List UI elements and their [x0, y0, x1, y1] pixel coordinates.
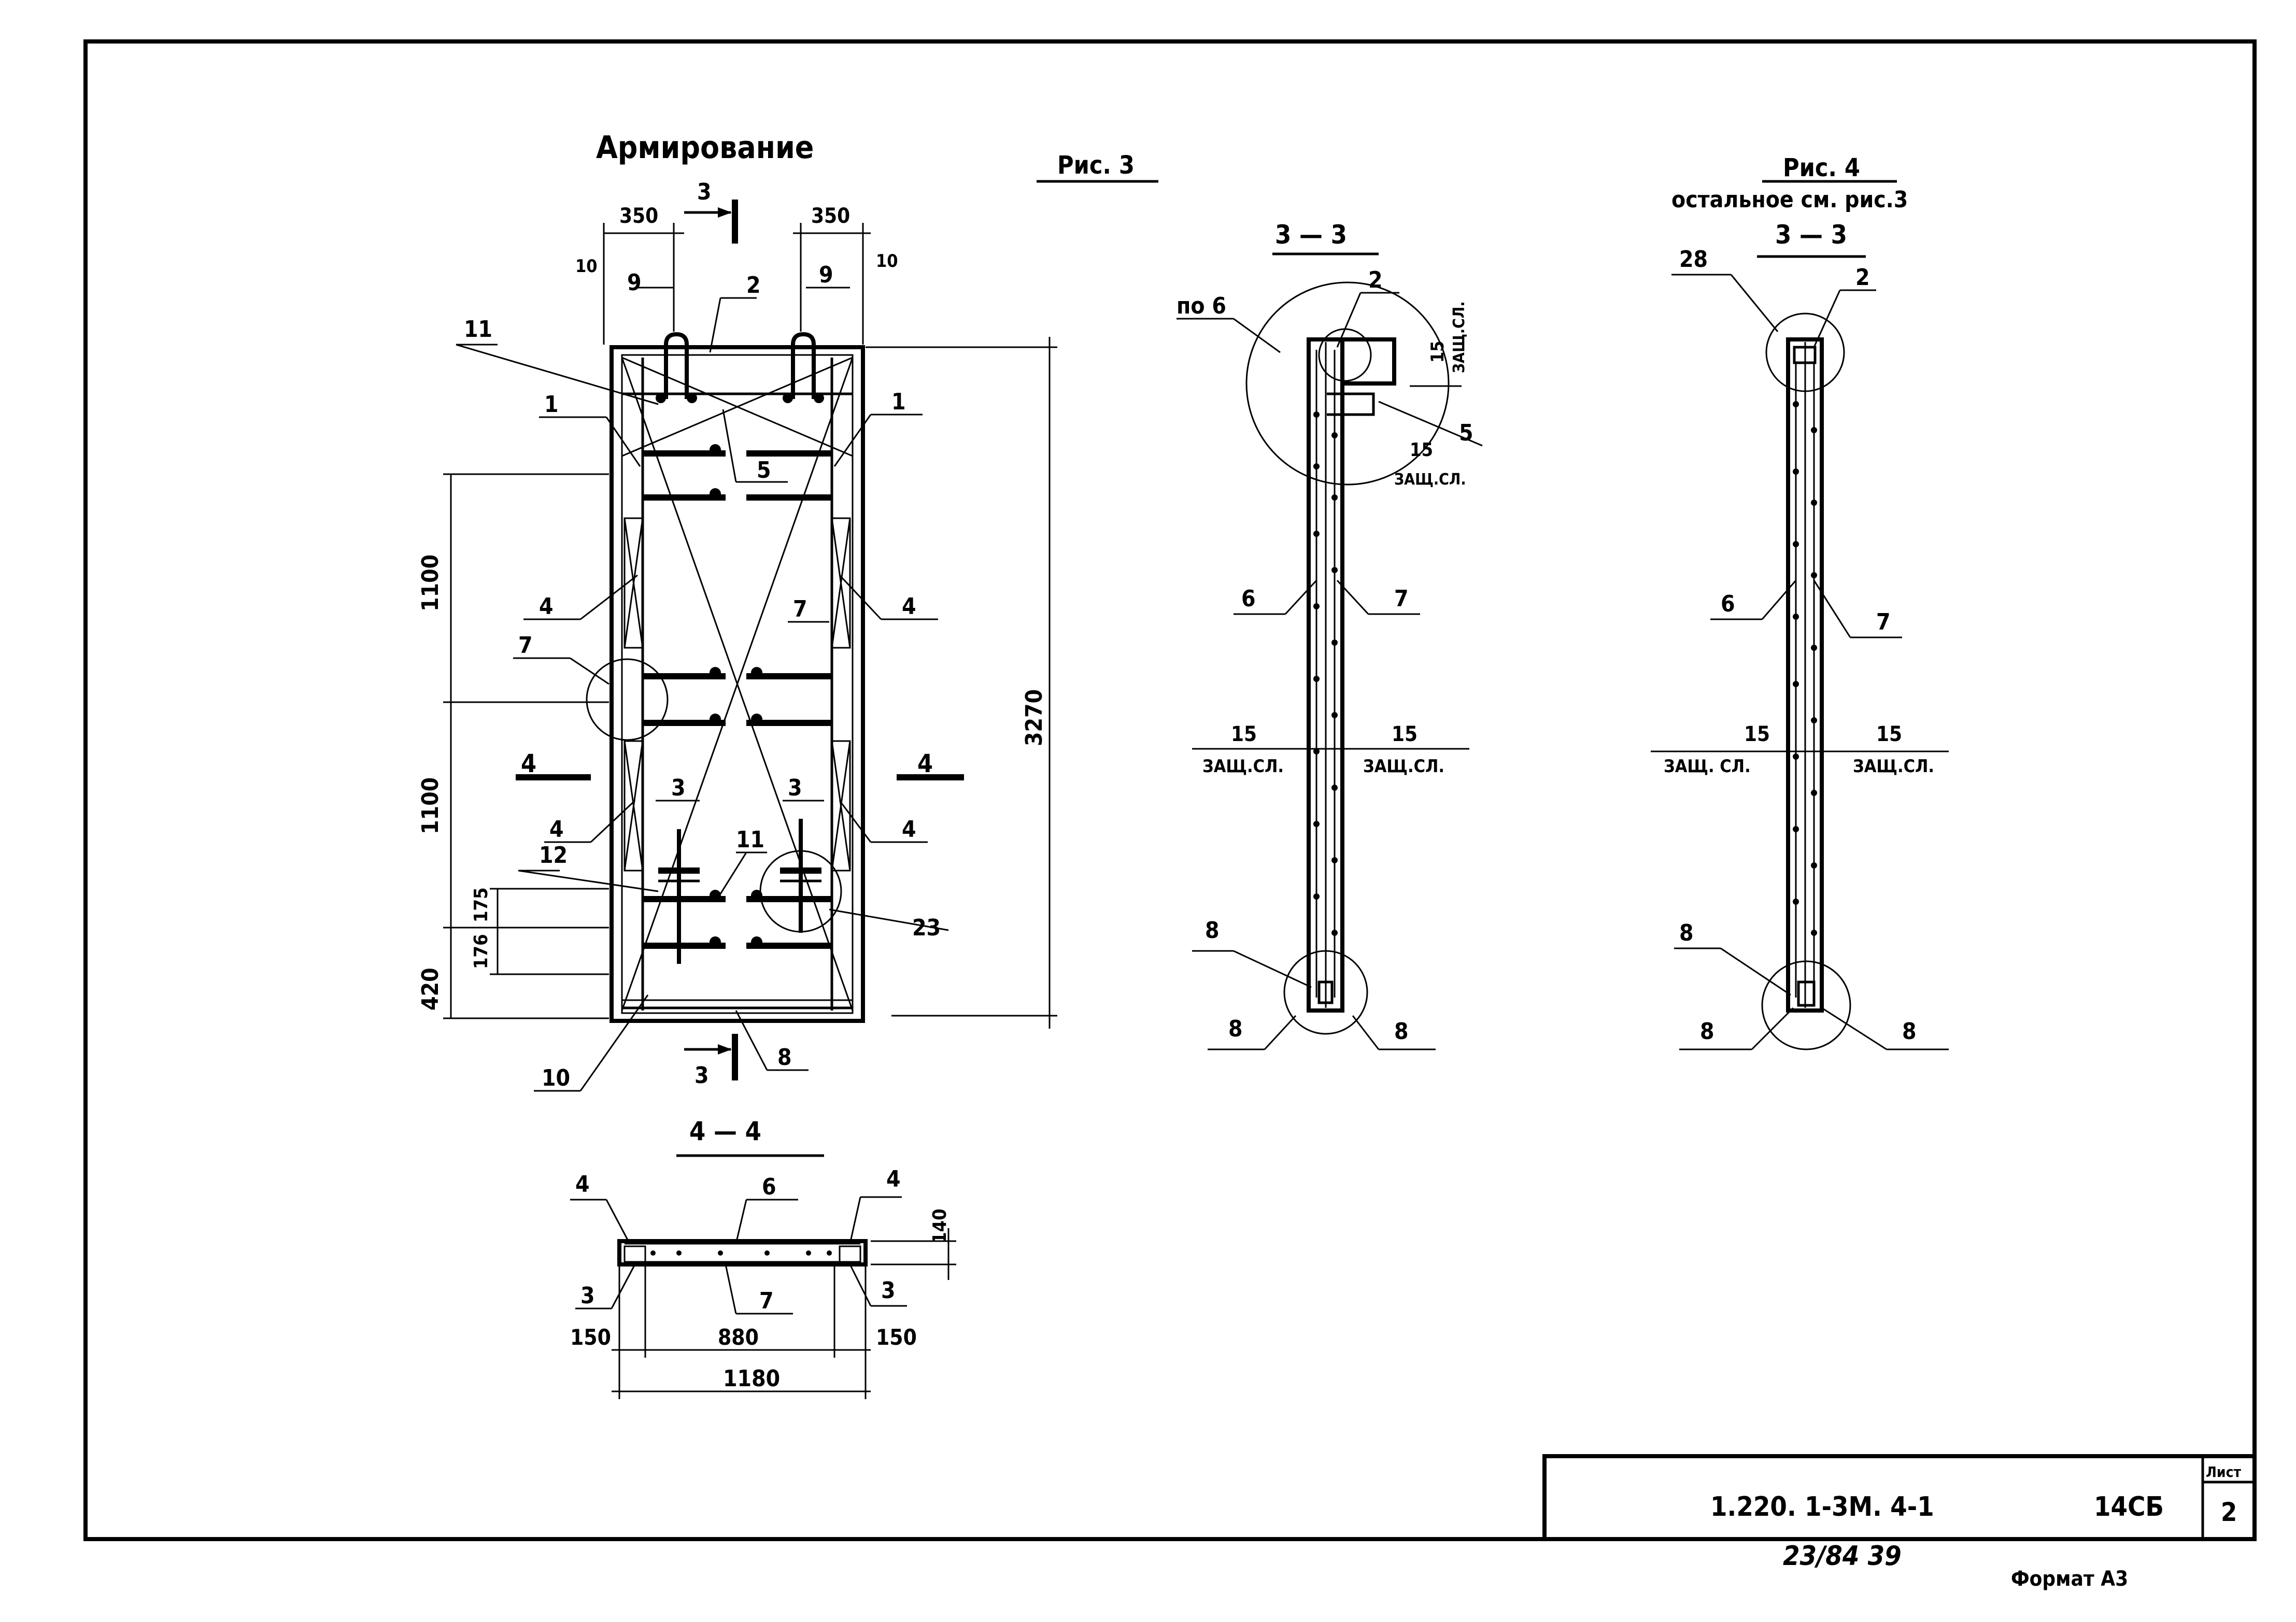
sec44-pos4l: 4: [575, 1171, 590, 1198]
pos-23: 23: [912, 915, 941, 941]
fig4-pos28: 28: [1679, 246, 1708, 273]
sec33-pos2: 2: [1368, 267, 1383, 293]
sec33-cover-l: 15: [1231, 722, 1257, 746]
cut-33-bottom: 3: [695, 1062, 709, 1089]
fig3-elevation: Армирование Рис. 3: [417, 130, 1158, 1092]
section-44: 4 — 4 4 4 6 7 3 3: [570, 1116, 956, 1399]
pos-2: 2: [746, 272, 761, 298]
handwritten-number: 23/84 39: [1783, 1541, 1902, 1572]
fig4-cover-l-label: ЗАЩ. СЛ.: [1664, 756, 1751, 777]
sec44-dim-total: 1180: [723, 1365, 780, 1392]
sec33-detail: по 6: [1177, 293, 1226, 319]
sheet-frame: [83, 39, 2257, 1541]
fig3-title: Армирование: [596, 130, 814, 166]
sec33-pos8b: 8: [1228, 1016, 1243, 1042]
sec33-pos8c: 8: [1394, 1018, 1409, 1045]
fig4-section: Рис. 4 остальное см. рис.3 3 — 3 28 2: [1651, 153, 1949, 1050]
fig4-cover-l: 15: [1744, 722, 1770, 746]
sec44-dim-l: 150: [570, 1325, 611, 1350]
pos-4c: 4: [549, 816, 564, 843]
title-block-sheet-no: 2: [2221, 1497, 2237, 1527]
pos-3l: 3: [671, 775, 686, 801]
sec33-pos8a: 8: [1205, 917, 1220, 944]
footer: 23/84 39 Формат А3: [1783, 1541, 2128, 1591]
pos-9l: 9: [627, 269, 642, 296]
pos-5: 5: [757, 457, 771, 483]
title-block: 1.220. 1-3М. 4-1 14СБ Лист 2: [1542, 1454, 2257, 1541]
pos-8: 8: [777, 1044, 792, 1071]
dim-seg-c: 175: [471, 887, 492, 922]
sec44-title: 4 — 4: [689, 1116, 761, 1146]
sec33-pos6: 6: [1241, 586, 1256, 612]
dim-seg-d: 176: [471, 934, 492, 969]
dim-seg-a: 1100: [417, 554, 444, 611]
cut-44-right: 4: [917, 749, 933, 778]
title-block-mark: 14СБ: [2094, 1491, 2164, 1523]
pos-7r: 7: [793, 596, 807, 622]
fig4-pos2: 2: [1855, 264, 1870, 291]
fig4-pos8c: 8: [1902, 1018, 1917, 1045]
fig4-pos8a: 8: [1679, 920, 1694, 946]
dim-height-total: 3270: [1021, 689, 1047, 746]
pos-4a: 4: [539, 593, 554, 620]
sec33-cover-r-label: ЗАЩ.СЛ.: [1363, 756, 1444, 777]
pos-7l: 7: [518, 632, 533, 659]
sec33-cover-l-label: ЗАЩ.СЛ.: [1202, 756, 1284, 777]
dim-edge-right: 10: [876, 251, 898, 272]
dim-top-right: 350: [811, 204, 850, 228]
sec44-pos6: 6: [762, 1174, 776, 1200]
sec33-cover-top2: 15: [1410, 439, 1433, 461]
cut-44-left: 4: [521, 749, 536, 778]
fig4-cover-r-label: ЗАЩ.СЛ.: [1853, 756, 1934, 777]
fig4-dots: [1793, 401, 1817, 936]
sec33-title: 3 — 3: [1275, 220, 1347, 250]
sec33-cover-top1: 15: [1427, 340, 1448, 363]
sec44-pos4r: 4: [886, 1166, 901, 1192]
fig4-title: 3 — 3: [1775, 220, 1847, 250]
pos-9r: 9: [819, 262, 833, 288]
title-block-code: 1.220. 1-3М. 4-1: [1710, 1491, 1934, 1523]
sec44-dots: [650, 1250, 832, 1256]
pos-12: 12: [539, 842, 568, 869]
fig4-pos8b: 8: [1700, 1018, 1714, 1045]
sec33-cover-r: 15: [1392, 722, 1418, 746]
sec44-pos3l: 3: [580, 1283, 595, 1309]
pos-4d: 4: [902, 816, 916, 843]
pos-1l: 1: [544, 391, 559, 418]
sec33-pos5: 5: [1459, 420, 1473, 446]
sec44-pos3r: 3: [881, 1277, 896, 1304]
format-label: Формат А3: [2011, 1567, 2128, 1591]
fig4-pos7: 7: [1876, 609, 1891, 635]
fig4-pos6: 6: [1721, 591, 1735, 617]
cut-33-top: 3: [697, 179, 712, 205]
sec33-pos7: 7: [1394, 586, 1409, 612]
pos-4b: 4: [902, 593, 916, 620]
fig4-caption: Рис. 4: [1783, 153, 1860, 182]
title-block-sheet-label: Лист: [2206, 1463, 2241, 1481]
sec44-pos7: 7: [759, 1288, 774, 1314]
sec33-cover-top2-label: ЗАЩ.СЛ.: [1394, 471, 1466, 489]
dim-top-left: 350: [619, 204, 658, 228]
dim-seg-e: 420: [417, 967, 444, 1011]
fig4-cover-r: 15: [1876, 722, 1902, 746]
sec44-dim-h: 140: [929, 1208, 951, 1244]
sec33-cover-top1-label: ЗАЩ.СЛ.: [1450, 301, 1468, 373]
dim-edge-left: 10: [575, 256, 598, 277]
fig3-caption: Рис. 3: [1057, 151, 1135, 180]
sec44-dim-m: 880: [718, 1325, 759, 1350]
sec33-dots: [1313, 411, 1338, 936]
pos-1r: 1: [891, 389, 906, 415]
pos-3r: 3: [788, 775, 802, 801]
pos-10: 10: [542, 1065, 570, 1091]
dim-seg-b: 1100: [417, 777, 444, 834]
fig4-note: остальное см. рис.3: [1671, 187, 1908, 213]
pos-11b: 11: [736, 827, 764, 853]
fig3-leaders: 11 9 9 2 1 1 5 4 4 7: [456, 262, 949, 1092]
pos-11a: 11: [464, 316, 492, 343]
sec44-dim-r: 150: [876, 1325, 917, 1350]
section-33: 3 — 3 2 по 6 5: [1177, 220, 1483, 1050]
